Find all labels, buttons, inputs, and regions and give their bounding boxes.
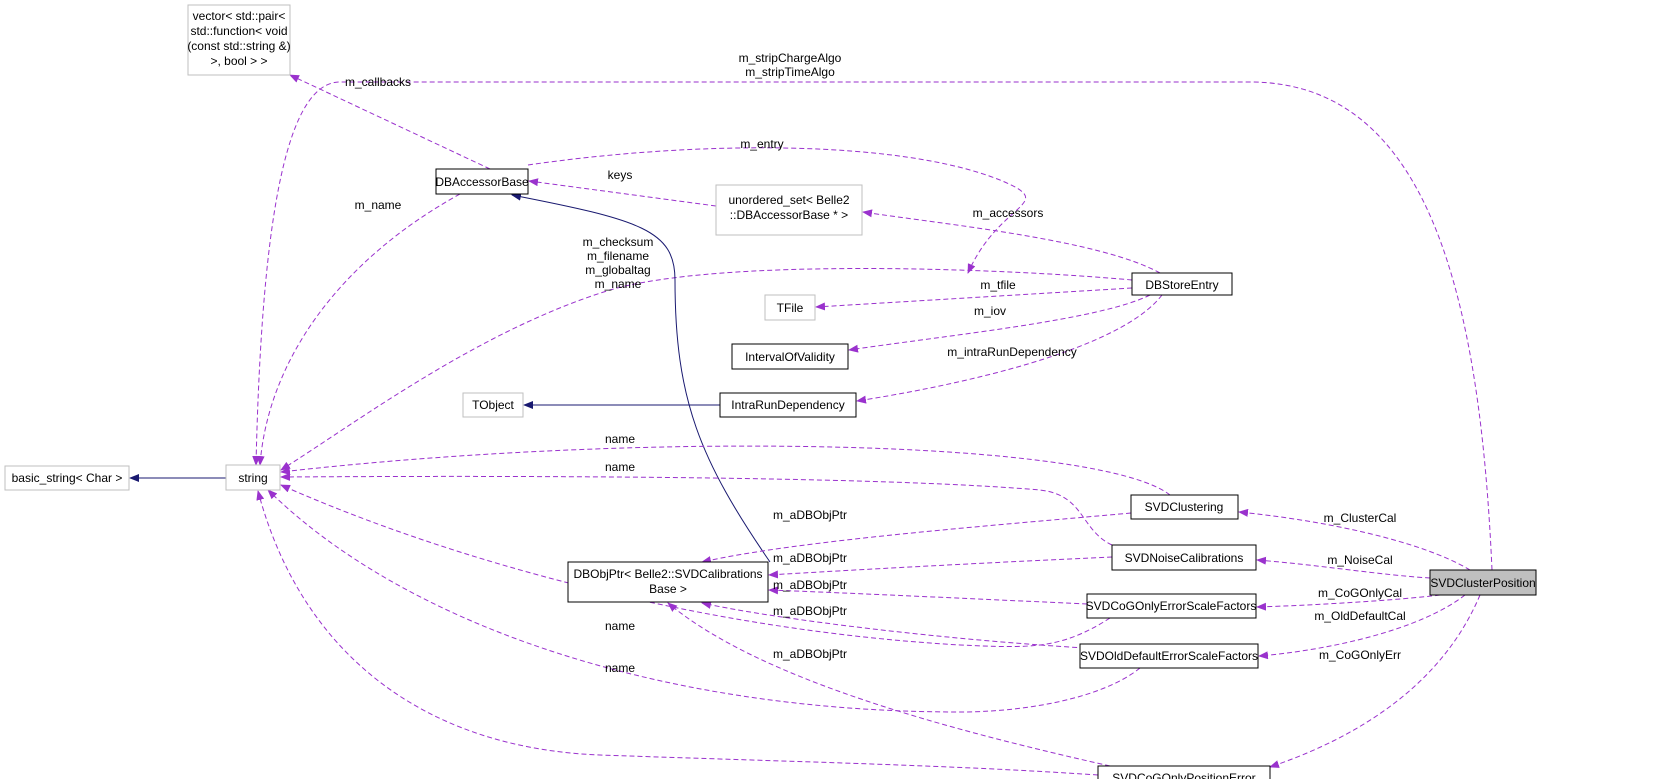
node-text: SVDCoGOnlyErrorScaleFactors: [1086, 599, 1257, 613]
node-vector[interactable]: vector< std::pair< std::function< void (…: [187, 4, 291, 76]
label-intra: m_intraRunDependency: [947, 345, 1076, 359]
node-text: SVDNoiseCalibrations: [1125, 551, 1244, 565]
node-text: SVDClustering: [1145, 500, 1224, 514]
edge-clustering-ptr: [701, 512, 1132, 564]
edge-labels: m_stripChargeAlgo m_stripTimeAlgo m_call…: [345, 51, 1406, 675]
edges: [129, 74, 1493, 776]
label-name-5: name: [605, 661, 635, 675]
edge-pos-poserr: [1269, 594, 1481, 768]
edge-entry: [527, 147, 1026, 274]
edge-strip-algo: [252, 81, 1493, 571]
edge-noise-string: [280, 472, 1113, 546]
edge-dbobjptr-accessor: [511, 192, 771, 563]
edge-old-string: [267, 489, 1141, 713]
edge-poserr-string: [256, 490, 1099, 776]
edge-old-ptr: [701, 601, 1086, 649]
label-name-4: name: [605, 619, 635, 633]
node-svd-cog-only-error-scale-factors[interactable]: SVDCoGOnlyErrorScaleFactors: [1086, 593, 1257, 619]
label-cluster-cal: m_ClusterCal: [1324, 511, 1397, 525]
edge-tfile: [815, 287, 1133, 311]
node-text: >, bool > >: [210, 54, 267, 68]
label-tfile: m_tfile: [980, 278, 1016, 292]
node-text: DBObjPtr< Belle2::SVDCalibrations: [573, 567, 762, 581]
edge-checksum: [280, 268, 1133, 471]
node-text: SVDOldDefaultErrorScaleFactors: [1080, 649, 1258, 663]
node-svd-clustering[interactable]: SVDClustering: [1130, 494, 1239, 520]
label-callbacks: m_callbacks: [345, 75, 411, 89]
edge-intra: [856, 294, 1163, 404]
label-noise-cal: m_NoiseCal: [1327, 553, 1392, 567]
node-text: IntervalOfValidity: [745, 350, 835, 364]
node-db-accessor-base[interactable]: DBAccessorBase: [435, 168, 529, 195]
node-db-obj-ptr[interactable]: DBObjPtr< Belle2::SVDCalibrations Base >: [567, 561, 769, 603]
node-text: unordered_set< Belle2: [728, 193, 849, 207]
label-checksum: m_checksum: [583, 235, 654, 249]
node-db-store-entry[interactable]: DBStoreEntry: [1131, 272, 1233, 296]
node-text: SVDClusterPosition: [1430, 576, 1535, 590]
label-filename: m_filename: [587, 249, 649, 263]
edge-pos-cogscale: [1256, 594, 1441, 611]
edge-iov: [848, 294, 1151, 353]
label-ptr-4: m_aDBObjPtr: [773, 604, 847, 618]
node-text: IntraRunDependency: [731, 398, 844, 412]
edge-pos-noise: [1256, 556, 1431, 579]
node-interval-of-validity[interactable]: IntervalOfValidity: [731, 343, 849, 370]
node-text: Base >: [649, 582, 687, 596]
node-text: SVDCoGOnlyPositionError: [1112, 771, 1255, 779]
edge-noise-ptr: [768, 556, 1113, 579]
label-name-2: name: [605, 460, 635, 474]
label-iov: m_iov: [974, 304, 1006, 318]
node-text: DBAccessorBase: [435, 175, 529, 189]
label-ptr-2: m_aDBObjPtr: [773, 551, 847, 565]
label-old-default-cal: m_OldDefaultCal: [1314, 609, 1405, 623]
label-strip-time: m_stripTimeAlgo: [745, 65, 835, 79]
edge-pos-old: [1258, 594, 1466, 660]
node-text: string: [238, 471, 267, 485]
node-text: std::function< void: [190, 24, 287, 38]
label-m-name: m_name: [355, 198, 402, 212]
label-ptr-3: m_aDBObjPtr: [773, 578, 847, 592]
node-text: basic_string< Char >: [12, 471, 123, 485]
node-text: (const std::string &): [187, 39, 290, 53]
node-unordered-set[interactable]: unordered_set< Belle2 ::DBAccessorBase *…: [715, 184, 863, 236]
label-name: m_name: [595, 277, 642, 291]
node-basic-string[interactable]: basic_string< Char >: [4, 465, 130, 491]
edge-m-name: [256, 193, 461, 466]
label-cog-only-err: m_CoGOnlyErr: [1319, 648, 1401, 662]
node-text: vector< std::pair<: [193, 9, 286, 23]
node-string[interactable]: string: [225, 464, 281, 491]
edge-callbacks: [289, 74, 491, 170]
edge-cogscale-string: [280, 484, 1111, 648]
node-intra-run-dependency[interactable]: IntraRunDependency: [719, 392, 857, 418]
edge-clustering-string: [280, 445, 1171, 496]
label-name-1: name: [605, 432, 635, 446]
label-accessors: m_accessors: [973, 206, 1044, 220]
label-ptr-5: m_aDBObjPtr: [773, 647, 847, 661]
node-text: DBStoreEntry: [1145, 278, 1218, 292]
edge-pos-clustering: [1238, 508, 1471, 571]
label-ptr-1: m_aDBObjPtr: [773, 508, 847, 522]
label-cog-only-cal: m_CoGOnlyCal: [1318, 586, 1402, 600]
label-strip-charge: m_stripChargeAlgo: [739, 51, 842, 65]
label-entry: m_entry: [740, 137, 783, 151]
node-tfile[interactable]: TFile: [764, 294, 816, 321]
node-svd-cluster-position[interactable]: SVDClusterPosition: [1429, 569, 1537, 596]
edge-keys: [528, 178, 717, 207]
node-text: TObject: [472, 398, 514, 412]
edge-accessors: [862, 209, 1161, 274]
node-text: ::DBAccessorBase * >: [730, 208, 848, 222]
node-svd-cog-only-position-error[interactable]: SVDCoGOnlyPositionError: [1097, 765, 1271, 779]
edge-cogscale-ptr: [768, 586, 1088, 605]
node-svd-old-default-error-scale-factors[interactable]: SVDOldDefaultErrorScaleFactors: [1079, 643, 1259, 669]
node-text: TFile: [777, 301, 804, 315]
node-svd-noise-calibrations[interactable]: SVDNoiseCalibrations: [1111, 544, 1257, 571]
label-keys: keys: [608, 168, 633, 182]
label-globaltag: m_globaltag: [585, 263, 650, 277]
node-tobject[interactable]: TObject: [462, 392, 524, 418]
edge-poserr-ptr: [667, 602, 1111, 767]
